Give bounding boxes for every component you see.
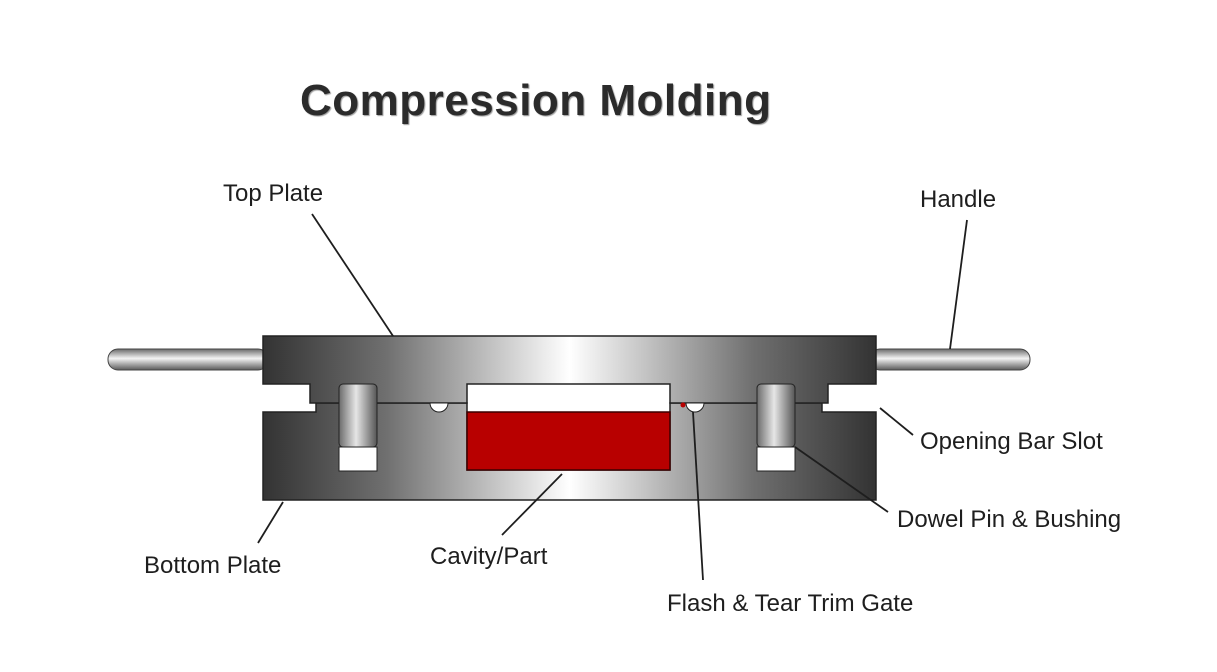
bushing-slot-right — [756, 446, 796, 472]
label-top-plate: Top Plate — [223, 180, 324, 207]
leader-dowel-pin — [794, 446, 889, 513]
label-bottom-plate: Bottom Plate — [144, 552, 282, 579]
label-handle: Handle — [920, 186, 997, 213]
label-flash-tear-trim-gate: Flash & Tear Trim Gate — [667, 590, 914, 617]
diagram-title: Compression Molding — [300, 76, 772, 125]
label-dowel-pin-bushing: Dowel Pin & Bushing — [897, 506, 1122, 533]
dowel-pin-left — [338, 383, 378, 448]
leader-flash-trim-gate — [692, 411, 704, 581]
leader-handle — [949, 219, 968, 350]
trim-gate-left — [429, 402, 449, 413]
leader-opening-bar-slot — [879, 407, 914, 436]
handle-left — [107, 348, 269, 371]
cavity-part — [466, 411, 671, 471]
label-opening-bar-slot: Opening Bar Slot — [920, 428, 1103, 455]
top-plate — [262, 335, 877, 404]
label-cavity-part: Cavity/Part — [430, 543, 548, 570]
leader-bottom-plate — [257, 501, 284, 544]
handle-right — [869, 348, 1031, 371]
dowel-pin-right — [756, 383, 796, 448]
leader-cavity-part — [501, 473, 563, 536]
flash-mark — [680, 402, 686, 408]
trim-gate-right — [685, 402, 705, 413]
bushing-slot-left — [338, 446, 378, 472]
leader-top-plate — [311, 213, 394, 337]
